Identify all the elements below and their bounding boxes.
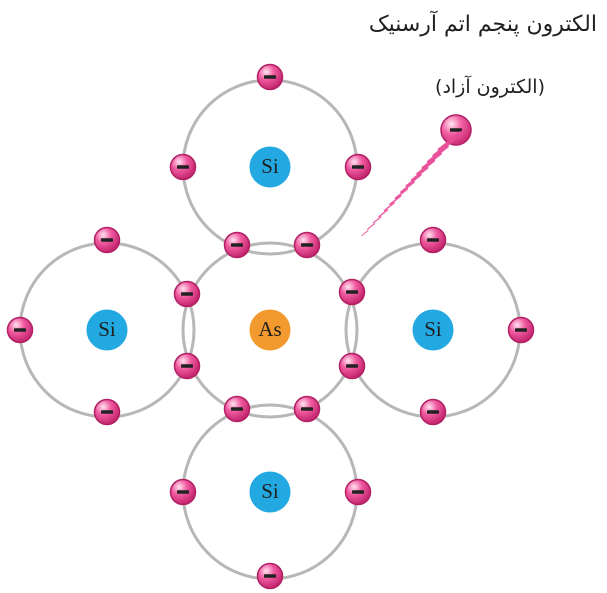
electron-10 xyxy=(173,352,201,380)
free-electron-trail xyxy=(361,130,463,236)
trail-streak-6 xyxy=(389,195,402,206)
center-orbit xyxy=(181,241,359,419)
silicon-nucleus-bottom-label: Si xyxy=(261,479,279,503)
electron-14 xyxy=(507,316,535,344)
electron-2 xyxy=(169,153,197,181)
minus-sign-icon xyxy=(427,410,439,414)
electron-8 xyxy=(93,398,121,426)
trail-streak-2 xyxy=(367,223,376,230)
trail-streak-10 xyxy=(410,166,429,181)
minus-sign-icon xyxy=(301,243,313,247)
silicon-nucleus-top-label: Si xyxy=(261,154,279,178)
minus-sign-icon xyxy=(352,165,364,169)
trail-streak-12 xyxy=(421,152,442,169)
minus-sign-icon xyxy=(231,407,243,411)
electron-11 xyxy=(338,278,366,306)
trail-streak-5 xyxy=(383,202,395,212)
electron-19 xyxy=(344,478,372,506)
electron-13 xyxy=(419,226,447,254)
caption-line-1: الکترون پنجم اتم آرسنیک xyxy=(368,12,597,37)
trail-streak-3 xyxy=(372,216,382,224)
trail-streak-15 xyxy=(437,130,463,152)
minus-sign-icon xyxy=(346,290,358,294)
silicon-nucleus-left: Si xyxy=(86,309,128,351)
silicon-nucleus-top: Si xyxy=(249,146,291,188)
electron-5 xyxy=(293,231,321,259)
minus-sign-icon xyxy=(181,364,193,368)
silicon-nucleus-right-label: Si xyxy=(424,317,442,341)
arsenic-nucleus: As xyxy=(249,309,291,351)
minus-sign-icon xyxy=(346,364,358,368)
electron-6 xyxy=(93,226,121,254)
minus-sign-icon xyxy=(177,490,189,494)
electron-4 xyxy=(223,231,251,259)
electron-12 xyxy=(338,352,366,380)
free-electron xyxy=(440,114,472,146)
minus-sign-icon xyxy=(14,328,26,332)
arsenic-nucleus-label: As xyxy=(258,317,281,341)
trail-streak-13 xyxy=(426,145,449,163)
minus-sign-icon xyxy=(231,243,243,247)
minus-sign-icon xyxy=(101,238,113,242)
trail-streak-4 xyxy=(378,209,389,218)
electrons-layer xyxy=(6,63,535,590)
trail-streak-1 xyxy=(361,230,369,236)
minus-sign-icon xyxy=(177,165,189,169)
silicon-nucleus-left-label: Si xyxy=(98,317,116,341)
minus-sign-icon xyxy=(264,574,276,578)
electron-9 xyxy=(173,280,201,308)
electron-18 xyxy=(169,478,197,506)
trail-streak-14 xyxy=(432,138,456,157)
electron-7 xyxy=(6,316,34,344)
silicon-nucleus-bottom: Si xyxy=(249,471,291,513)
minus-sign-icon xyxy=(450,128,462,132)
minus-sign-icon xyxy=(352,490,364,494)
electron-17 xyxy=(293,395,321,423)
minus-sign-icon xyxy=(181,292,193,296)
caption-line-2: (الکترون آزاد) xyxy=(435,76,545,98)
minus-sign-icon xyxy=(427,238,439,242)
electron-20 xyxy=(256,562,284,590)
minus-sign-icon xyxy=(264,75,276,79)
electron-3 xyxy=(344,153,372,181)
electron-15 xyxy=(419,398,447,426)
trail-streak-9 xyxy=(405,173,422,187)
trail-streak-8 xyxy=(400,180,415,194)
minus-sign-icon xyxy=(301,407,313,411)
minus-sign-icon xyxy=(101,410,113,414)
electron-16 xyxy=(223,395,251,423)
silicon-nucleus-right: Si xyxy=(412,309,454,351)
trail-streak-11 xyxy=(416,159,436,175)
trail-streak-7 xyxy=(394,188,409,200)
minus-sign-icon xyxy=(515,328,527,332)
electron-1 xyxy=(256,63,284,91)
